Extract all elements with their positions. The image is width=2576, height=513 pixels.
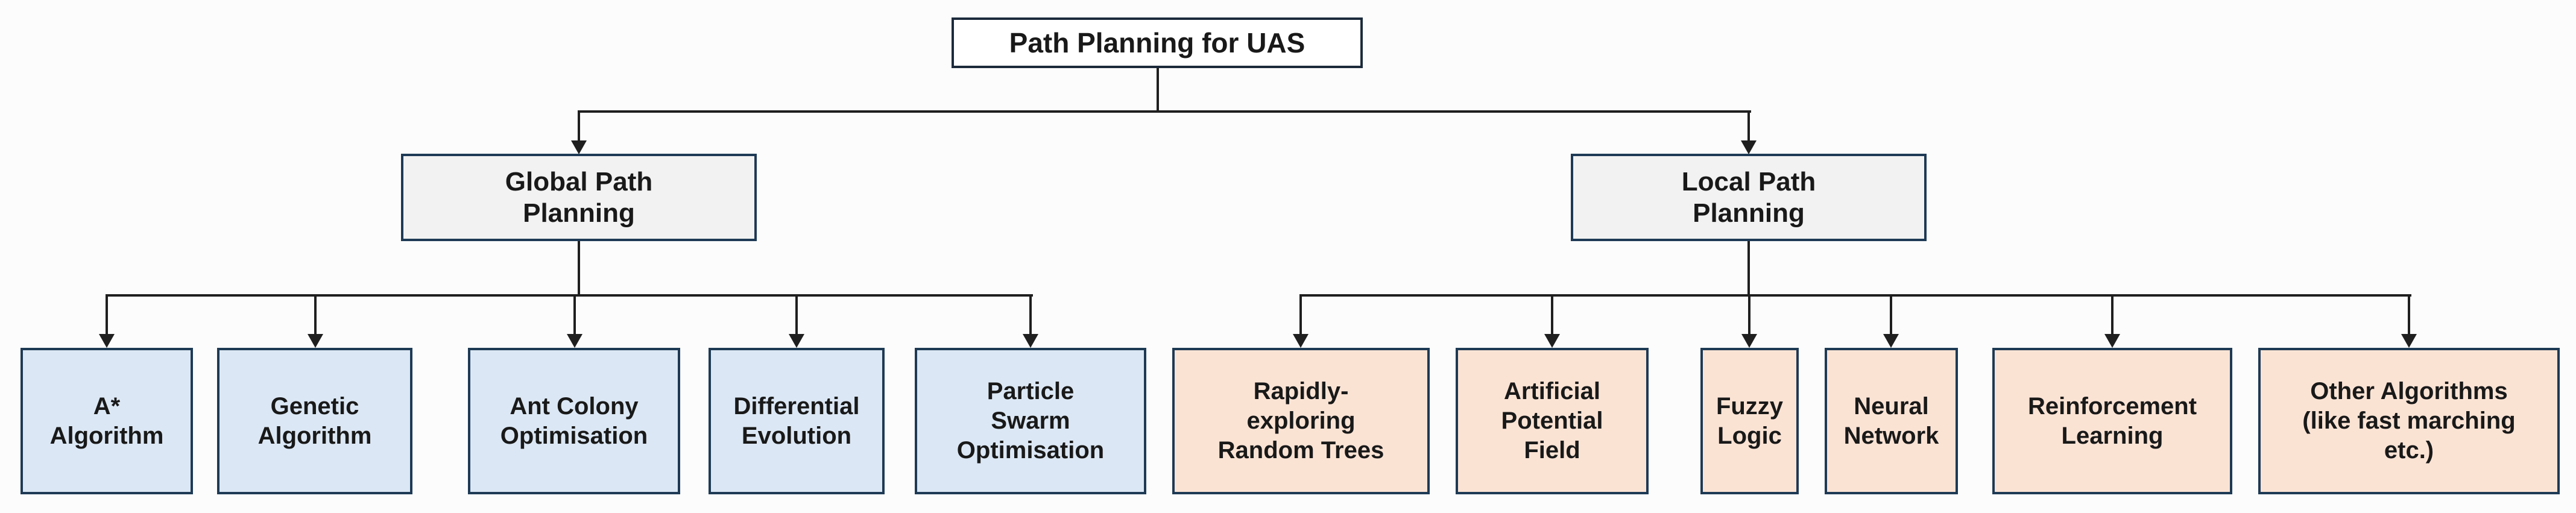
node-global-path-planning: Global Path Planning	[401, 154, 757, 241]
node-label: Global Path Planning	[505, 166, 653, 228]
connector-drop-astar	[106, 294, 108, 335]
connector-drop-apf	[1551, 294, 1553, 335]
connector-drop-fuzzy	[1748, 294, 1750, 335]
connector-local-drop	[1747, 240, 1750, 297]
node-particle-swarm-optimisation: Particle Swarm Optimisation	[915, 348, 1146, 494]
connector-drop-ant-colony	[573, 294, 576, 335]
node-label: Reinforcement Learning	[2027, 392, 2197, 449]
node-label: Rapidly- exploring Random Trees	[1217, 378, 1384, 464]
connector-global-children-bus	[106, 294, 1033, 297]
node-label: Other Algorithms (like fast marching etc…	[2302, 378, 2516, 464]
node-a-star-algorithm: A* Algorithm	[21, 348, 193, 494]
arrowhead-apf-icon	[1544, 334, 1560, 348]
connector-global-drop	[578, 240, 580, 297]
node-label: Neural Network	[1843, 392, 1939, 449]
connector-root-drop	[1157, 67, 1159, 113]
arrowhead-differential-icon	[789, 334, 804, 348]
node-label: Path Planning for UAS	[1009, 27, 1305, 58]
arrowhead-rrt-icon	[1293, 334, 1309, 348]
node-label: Ant Colony Optimisation	[500, 392, 648, 449]
arrowhead-genetic-icon	[308, 334, 323, 348]
node-fuzzy-logic: Fuzzy Logic	[1700, 348, 1799, 494]
node-genetic-algorithm: Genetic Algorithm	[217, 348, 412, 494]
connector-level1-bus	[578, 110, 1751, 113]
node-label: Differential Evolution	[733, 392, 860, 449]
arrowhead-local-icon	[1741, 140, 1757, 154]
node-local-path-planning: Local Path Planning	[1571, 154, 1927, 241]
node-label: Artificial Potential Field	[1501, 378, 1603, 464]
node-artificial-potential-field: Artificial Potential Field	[1456, 348, 1649, 494]
node-ant-colony-optimisation: Ant Colony Optimisation	[468, 348, 680, 494]
connector-drop-genetic	[314, 294, 317, 335]
connector-drop-differential	[795, 294, 798, 335]
connector-drop-rrt	[1299, 294, 1302, 335]
node-label: A* Algorithm	[49, 392, 164, 449]
node-reinforcement-learning: Reinforcement Learning	[1992, 348, 2232, 494]
arrowhead-reinforcement-icon	[2104, 334, 2120, 348]
connector-drop-other	[2408, 294, 2410, 335]
arrowhead-astar-icon	[99, 334, 115, 348]
node-label: Particle Swarm Optimisation	[956, 378, 1105, 464]
node-label: Genetic Algorithm	[257, 392, 372, 449]
node-label: Local Path Planning	[1681, 166, 1816, 228]
node-label: Fuzzy Logic	[1716, 392, 1784, 449]
arrowhead-global-icon	[571, 140, 587, 154]
node-rapidly-exploring-random-trees: Rapidly- exploring Random Trees	[1172, 348, 1430, 494]
node-differential-evolution: Differential Evolution	[709, 348, 885, 494]
connector-drop-neural	[1890, 294, 1892, 335]
connector-local-children-bus	[1299, 294, 2411, 297]
arrowhead-neural-icon	[1883, 334, 1899, 348]
connector-to-global	[578, 110, 580, 142]
connector-to-local	[1747, 110, 1750, 142]
arrowhead-fuzzy-icon	[1741, 334, 1757, 348]
arrowhead-other-icon	[2401, 334, 2417, 348]
arrowhead-particle-swarm-icon	[1023, 334, 1038, 348]
connector-drop-reinforcement	[2111, 294, 2114, 335]
node-neural-network: Neural Network	[1825, 348, 1958, 494]
node-other-algorithms: Other Algorithms (like fast marching etc…	[2258, 348, 2560, 494]
arrowhead-ant-colony-icon	[567, 334, 582, 348]
node-path-planning-for-uas: Path Planning for UAS	[952, 17, 1363, 68]
connector-drop-particle-swarm	[1029, 294, 1032, 335]
